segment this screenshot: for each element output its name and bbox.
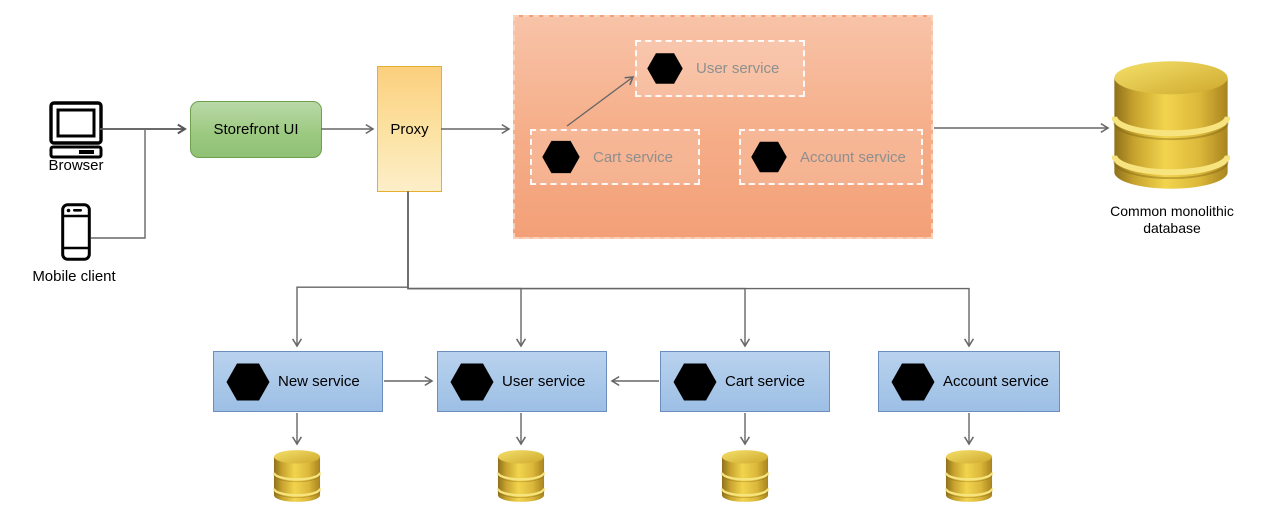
monolith-cart-service-node[interactable]: Cart service bbox=[530, 129, 700, 185]
hexagon-icon bbox=[225, 362, 271, 402]
monolith-account-service-label: Account service bbox=[800, 148, 906, 166]
proxy-label: Proxy bbox=[390, 120, 429, 138]
proxy-node[interactable]: Proxy bbox=[377, 66, 442, 192]
hexagon-icon bbox=[672, 362, 718, 402]
new-service-node[interactable]: New service bbox=[213, 351, 383, 412]
hexagon-icon bbox=[541, 139, 581, 175]
account-service-label: Account service bbox=[943, 373, 1049, 390]
storefront-ui-node[interactable]: Storefront UI bbox=[190, 101, 322, 158]
hexagon-icon bbox=[890, 362, 936, 402]
cart-service-database-icon[interactable] bbox=[721, 449, 769, 503]
edge-proxy-to-user-service bbox=[407, 192, 527, 348]
browser-label: Browser bbox=[48, 157, 104, 174]
cart-service-node[interactable]: Cart service bbox=[660, 351, 830, 412]
account-service-database-icon[interactable] bbox=[945, 449, 993, 503]
monolith-account-service-node[interactable]: Account service bbox=[739, 129, 923, 185]
monolithic-database-icon[interactable] bbox=[1112, 58, 1230, 192]
monolith-cart-service-label: Cart service bbox=[593, 148, 674, 166]
new-service-label: New service bbox=[278, 373, 360, 390]
hexagon-icon bbox=[449, 362, 495, 402]
monolith-region[interactable]: User service Cart service Account servic… bbox=[513, 15, 933, 239]
monolith-user-service-label: User service bbox=[696, 60, 780, 77]
monolithic-database-label: Common monolithic database bbox=[1110, 203, 1234, 236]
new-service-database-icon[interactable] bbox=[273, 449, 321, 503]
mobile-phone-icon[interactable] bbox=[61, 203, 91, 261]
hexagon-icon bbox=[646, 52, 684, 85]
desktop-computer-icon[interactable] bbox=[48, 100, 104, 162]
user-service-database-icon[interactable] bbox=[497, 449, 545, 503]
user-service-node[interactable]: User service bbox=[437, 351, 607, 412]
mobile-client-label: Mobile client bbox=[32, 268, 116, 285]
account-service-node[interactable]: Account service bbox=[878, 351, 1060, 412]
storefront-ui-label: Storefront UI bbox=[213, 121, 299, 138]
hexagon-icon bbox=[750, 140, 788, 174]
monolith-user-service-node[interactable]: User service bbox=[635, 40, 805, 97]
edge-proxy-to-new-service bbox=[291, 191, 409, 348]
cart-service-label: Cart service bbox=[725, 373, 806, 390]
user-service-label: User service bbox=[502, 373, 586, 390]
